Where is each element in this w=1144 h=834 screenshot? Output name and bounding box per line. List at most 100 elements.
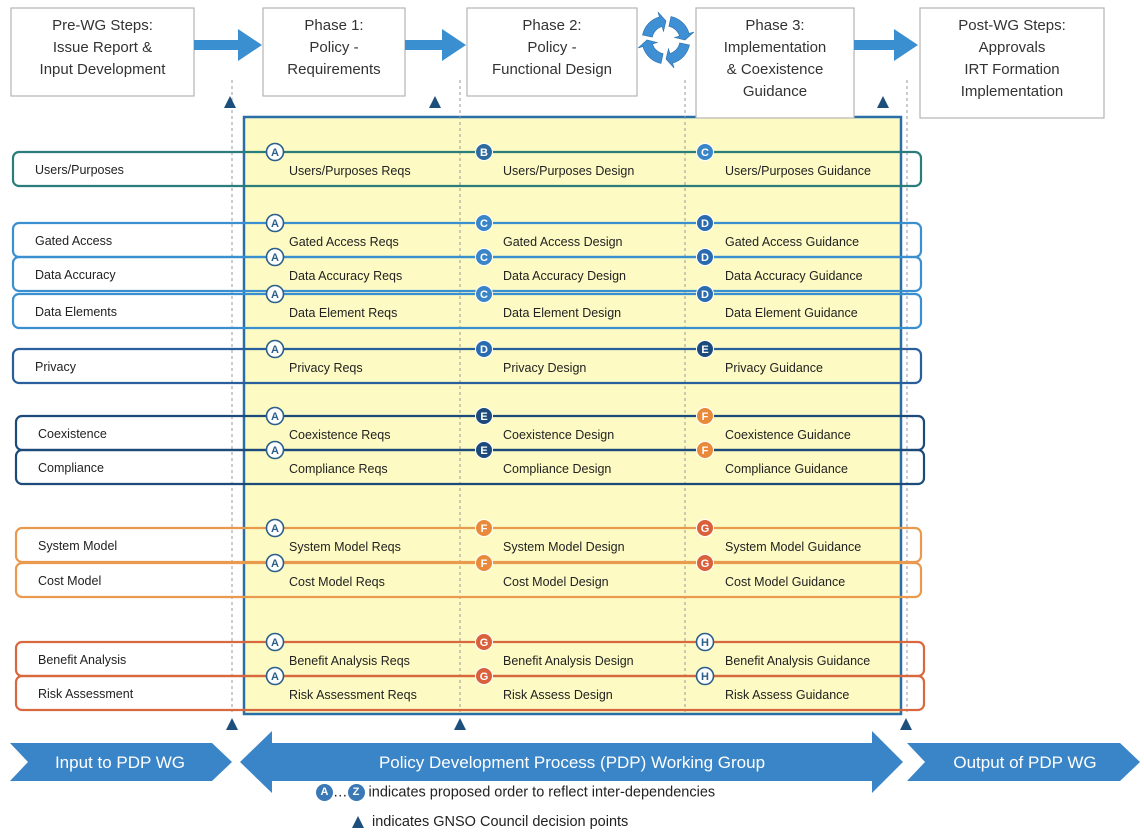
topic-row-label: System Model xyxy=(38,539,117,553)
phase-label-line: Post-WG Steps: xyxy=(958,17,1066,34)
order-badge-icon xyxy=(475,285,493,303)
order-badge-letter: A xyxy=(271,445,279,457)
topic-cell-label: Users/Purposes Design xyxy=(503,164,634,178)
order-badge-icon xyxy=(696,519,714,537)
arrow-shaft xyxy=(405,40,444,50)
topic-row-label: Coexistence xyxy=(38,427,107,441)
topic-cell-label: Compliance Design xyxy=(503,462,611,476)
topic-row-label: Data Accuracy xyxy=(35,268,116,282)
order-badge-letter: A xyxy=(271,637,279,649)
topic-row-frame xyxy=(14,674,926,712)
arrow-head xyxy=(442,29,466,61)
topic-cell-label: Privacy Reqs xyxy=(289,361,363,375)
order-badge-letter: A xyxy=(271,523,279,535)
order-badge-icon xyxy=(265,518,285,538)
decision-triangle-icon xyxy=(352,816,364,829)
order-badge-icon xyxy=(265,406,285,426)
order-badge-letter: A xyxy=(271,252,279,264)
badge-a-icon: A xyxy=(316,784,333,801)
arrow-head xyxy=(238,29,262,61)
phase-label-line: Pre-WG Steps: xyxy=(52,17,153,34)
order-badge-icon xyxy=(475,340,493,358)
order-badge-icon xyxy=(695,632,715,652)
topic-row-frame xyxy=(14,448,926,486)
order-badge-letter: A xyxy=(271,671,279,683)
order-badge-icon xyxy=(265,213,285,233)
topic-cell-label: Compliance Guidance xyxy=(725,462,848,476)
phase-label-line: Issue Report & xyxy=(53,39,152,56)
order-badge-icon xyxy=(696,340,714,358)
arrow-phase3-to-post xyxy=(854,29,918,61)
order-badge-letter: G xyxy=(701,558,710,570)
phase-label-line: Guidance xyxy=(743,83,807,100)
legend-order: A…Z indicates proposed order to reflect … xyxy=(316,784,715,801)
phase-box-frame xyxy=(10,7,195,97)
decision-triangle-icon xyxy=(454,718,466,730)
topic-cell-label: Cost Model Design xyxy=(503,575,609,589)
order-badge-icon xyxy=(265,553,285,573)
order-badge-icon xyxy=(696,407,714,425)
legend-decision: indicates GNSO Council decision points xyxy=(352,814,628,830)
cycle-arrow-segment xyxy=(665,42,690,69)
topic-cell-label: Privacy Design xyxy=(503,361,586,375)
order-badge-letter: G xyxy=(701,523,710,535)
decision-triangle-icon xyxy=(224,96,236,108)
output-band-label: Output of PDP WG xyxy=(953,753,1096,772)
order-badge-icon xyxy=(475,633,493,651)
order-badge-icon xyxy=(695,666,715,686)
order-badge-icon xyxy=(475,248,493,266)
order-badge-icon xyxy=(696,214,714,232)
topic-row-frame xyxy=(14,561,923,599)
order-badge-letter: E xyxy=(701,344,708,356)
phase-label-line: Requirements xyxy=(287,61,380,78)
phase3-box: Phase 3:Implementation& CoexistenceGuida… xyxy=(695,7,855,119)
topic-row-label: Cost Model xyxy=(38,574,101,588)
phase-box-frame xyxy=(695,7,855,119)
phase2-box: Phase 2:Policy -Functional Design xyxy=(466,7,638,97)
topic-cell-label: Coexistence Guidance xyxy=(725,428,851,442)
order-badge-icon xyxy=(475,143,493,161)
topic-cell-label: Benefit Analysis Design xyxy=(503,654,634,668)
arrow-pre-to-phase1 xyxy=(194,29,262,61)
topic-cell-label: System Model Guidance xyxy=(725,540,861,554)
phase-label-line: Phase 3: xyxy=(745,17,804,34)
topic-row-frame xyxy=(11,255,923,293)
cycle-arrow-segment xyxy=(642,11,667,38)
phase-box-frame xyxy=(919,7,1105,119)
topic-cell-label: Gated Access Reqs xyxy=(289,235,399,249)
order-badge-icon xyxy=(265,632,285,652)
topic-row-frame xyxy=(11,150,923,188)
order-badge-letter: E xyxy=(480,445,487,457)
phase-box-frame xyxy=(466,7,638,97)
phase-label-line: & Coexistence xyxy=(727,61,824,78)
input-band-label: Input to PDP WG xyxy=(55,753,185,772)
topic-row-frame xyxy=(11,347,923,385)
order-badge-icon xyxy=(696,143,714,161)
order-badge-letter: H xyxy=(701,637,709,649)
arrow-head xyxy=(894,29,918,61)
decision-triangle-icon xyxy=(429,96,441,108)
bottom-bands: Input to PDP WG Policy Development Proces… xyxy=(10,731,1140,793)
order-badge-letter: A xyxy=(271,411,279,423)
badge-z-icon: Z xyxy=(347,784,365,801)
legend-ellipsis: … xyxy=(333,784,348,801)
order-badge-letter: H xyxy=(701,671,709,683)
pdp-band xyxy=(240,731,903,793)
output-band xyxy=(907,743,1140,781)
topic-cell-label: Coexistence Reqs xyxy=(289,428,390,442)
topic-row-label: Compliance xyxy=(38,461,104,475)
order-badge-icon xyxy=(696,554,714,572)
phase1-box: Phase 1:Policy -Requirements xyxy=(262,7,406,97)
topic-cell-label: Benefit Analysis Reqs xyxy=(289,654,410,668)
phase-box-frame xyxy=(262,7,406,97)
order-badge-letter: D xyxy=(701,289,709,301)
order-badge-icon xyxy=(265,142,285,162)
pdp-band-label: Policy Development Process (PDP) Working… xyxy=(379,753,765,772)
order-badge-icon xyxy=(475,407,493,425)
order-badge-letter: C xyxy=(701,147,709,159)
